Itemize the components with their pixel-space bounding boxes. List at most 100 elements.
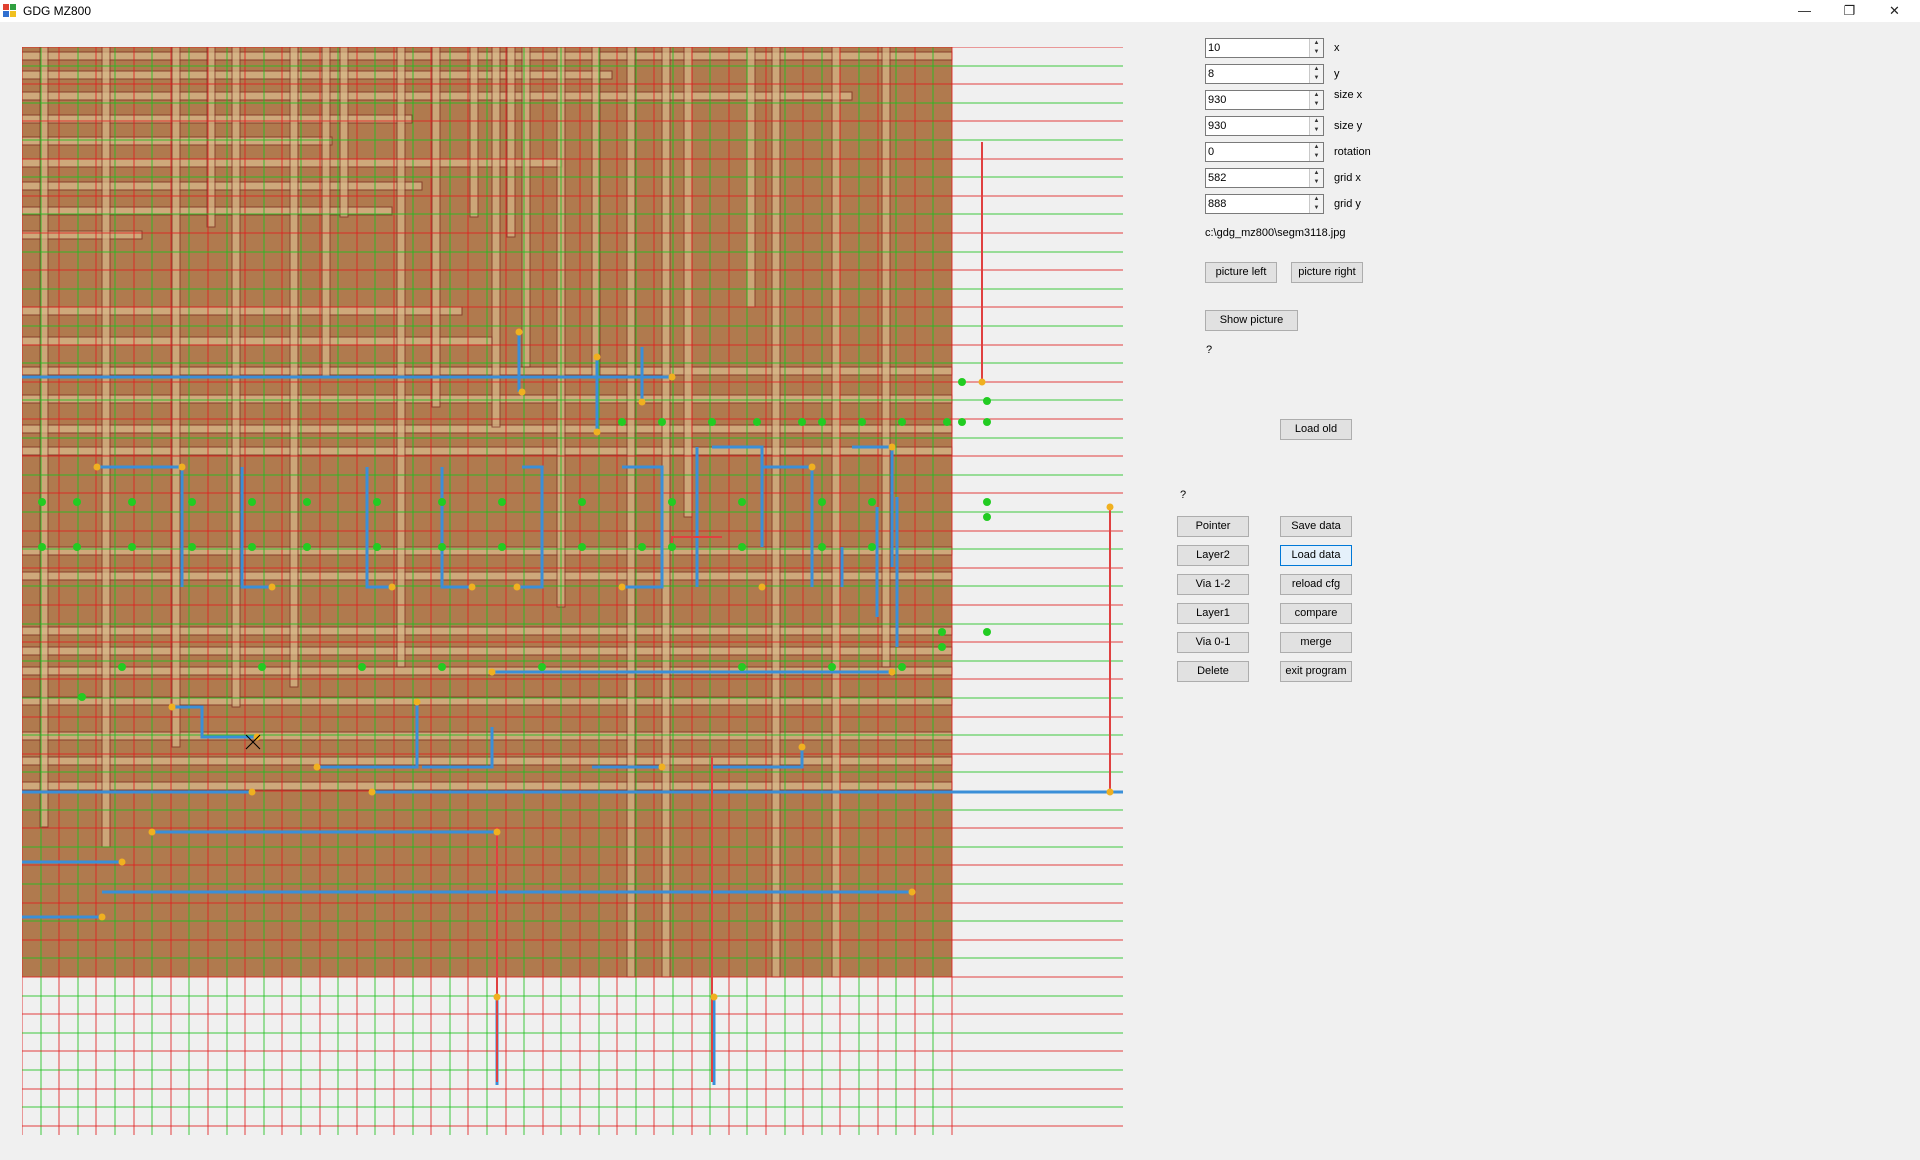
x-spin-arrows[interactable]: ▲▼ xyxy=(1309,39,1323,57)
window-title: GDG MZ800 xyxy=(23,4,92,18)
via-yellow-icon xyxy=(268,583,276,591)
via-green-icon xyxy=(668,543,676,551)
via-yellow-icon xyxy=(518,388,526,396)
size-y-label: size y xyxy=(1334,120,1363,132)
grid-y-spinbox[interactable]: ▲▼ xyxy=(1205,194,1324,214)
size-x-label: size x xyxy=(1334,89,1363,101)
spin-down-icon[interactable]: ▼ xyxy=(1313,101,1320,107)
title-bar: GDG MZ800 — ❐ ✕ xyxy=(0,0,1920,22)
via-yellow-icon xyxy=(148,828,156,836)
via-green-icon xyxy=(78,693,86,701)
show-picture-button[interactable]: Show picture xyxy=(1205,310,1298,331)
size-y-spin-arrows[interactable]: ▲▼ xyxy=(1309,117,1323,135)
rotation-spin-arrows[interactable]: ▲▼ xyxy=(1309,143,1323,161)
via-green-icon xyxy=(438,543,446,551)
y-input[interactable] xyxy=(1206,65,1310,83)
layout-canvas-svg[interactable] xyxy=(22,47,1123,1135)
size-x-spinbox[interactable]: ▲▼ xyxy=(1205,90,1324,110)
via-yellow-icon xyxy=(368,788,376,796)
spin-down-icon[interactable]: ▼ xyxy=(1313,153,1320,159)
via-green-icon xyxy=(818,418,826,426)
picture-right-button[interactable]: picture right xyxy=(1291,262,1363,283)
via-0-1-button[interactable]: Via 0-1 xyxy=(1177,632,1249,653)
spin-down-icon[interactable]: ▼ xyxy=(1313,179,1320,185)
spin-up-icon[interactable]: ▲ xyxy=(1313,144,1320,150)
via-yellow-icon xyxy=(978,378,986,386)
via-yellow-icon xyxy=(638,398,646,406)
spin-down-icon[interactable]: ▼ xyxy=(1313,75,1320,81)
minimize-button[interactable]: — xyxy=(1798,3,1811,18)
spin-up-icon[interactable]: ▲ xyxy=(1313,196,1320,202)
restore-button[interactable]: ❐ xyxy=(1843,3,1856,18)
pointer-button[interactable]: Pointer xyxy=(1177,516,1249,537)
metal-trace-v xyxy=(339,47,349,218)
via-yellow-icon xyxy=(1106,788,1114,796)
via-green-icon xyxy=(118,663,126,671)
size-x-input[interactable] xyxy=(1206,91,1310,109)
spin-down-icon[interactable]: ▼ xyxy=(1313,205,1320,211)
layer-wire xyxy=(422,727,494,769)
metal-trace-v xyxy=(396,47,406,668)
via-yellow-icon xyxy=(488,668,496,676)
layer1-button[interactable]: Layer1 xyxy=(1177,603,1249,624)
layout-canvas[interactable] xyxy=(22,47,1123,1135)
spin-up-icon[interactable]: ▲ xyxy=(1313,170,1320,176)
via-green-icon xyxy=(578,498,586,506)
rotation-spinbox[interactable]: ▲▼ xyxy=(1205,142,1324,162)
via-green-icon xyxy=(983,498,991,506)
via-yellow-icon xyxy=(593,428,601,436)
x-input[interactable] xyxy=(1206,39,1310,57)
via-green-icon xyxy=(618,418,626,426)
spin-up-icon[interactable]: ▲ xyxy=(1313,40,1320,46)
exit-program-button[interactable]: exit program xyxy=(1280,661,1352,682)
via-green-icon xyxy=(858,418,866,426)
via-green-icon xyxy=(658,418,666,426)
metal-trace-v xyxy=(289,47,299,688)
load-old-button[interactable]: Load old xyxy=(1280,419,1352,440)
grid-x-input[interactable] xyxy=(1206,169,1310,187)
via-green-icon xyxy=(738,663,746,671)
y-spin-arrows[interactable]: ▲▼ xyxy=(1309,65,1323,83)
layer2-button[interactable]: Layer2 xyxy=(1177,545,1249,566)
spin-up-icon[interactable]: ▲ xyxy=(1313,92,1320,98)
via-green-icon xyxy=(958,378,966,386)
grid-y-spin-arrows[interactable]: ▲▼ xyxy=(1309,195,1323,213)
via-green-icon xyxy=(958,418,966,426)
delete-button[interactable]: Delete xyxy=(1177,661,1249,682)
picture-left-button[interactable]: picture left xyxy=(1205,262,1277,283)
spin-down-icon[interactable]: ▼ xyxy=(1313,127,1320,133)
size-y-input[interactable] xyxy=(1206,117,1310,135)
grid-y-input[interactable] xyxy=(1206,195,1310,213)
via-green-icon xyxy=(498,498,506,506)
spin-up-icon[interactable]: ▲ xyxy=(1313,66,1320,72)
via-1-2-button[interactable]: Via 1-2 xyxy=(1177,574,1249,595)
via-yellow-icon xyxy=(908,888,916,896)
reload-cfg-button[interactable]: reload cfg xyxy=(1280,574,1352,595)
via-green-icon xyxy=(373,498,381,506)
via-yellow-icon xyxy=(513,583,521,591)
spin-up-icon[interactable]: ▲ xyxy=(1313,118,1320,124)
via-green-icon xyxy=(248,498,256,506)
x-spinbox[interactable]: ▲▼ xyxy=(1205,38,1324,58)
layer-wire xyxy=(365,467,392,589)
rotation-input[interactable] xyxy=(1206,143,1310,161)
spin-down-icon[interactable]: ▼ xyxy=(1313,49,1320,55)
close-button[interactable]: ✕ xyxy=(1889,3,1900,18)
grid-x-spinbox[interactable]: ▲▼ xyxy=(1205,168,1324,188)
merge-button[interactable]: merge xyxy=(1280,632,1352,653)
grid-x-spin-arrows[interactable]: ▲▼ xyxy=(1309,169,1323,187)
size-y-spinbox[interactable]: ▲▼ xyxy=(1205,116,1324,136)
size-x-spin-arrows[interactable]: ▲▼ xyxy=(1309,91,1323,109)
y-spinbox[interactable]: ▲▼ xyxy=(1205,64,1324,84)
via-yellow-icon xyxy=(808,463,816,471)
via-yellow-icon xyxy=(710,993,718,1001)
metal-trace-h xyxy=(22,114,413,124)
layer-wire xyxy=(172,705,257,739)
layer-wire xyxy=(712,445,764,547)
load-data-button[interactable]: Load data xyxy=(1280,545,1352,566)
metal-trace-h xyxy=(22,70,613,80)
via-green-icon xyxy=(868,498,876,506)
grid-lines xyxy=(22,47,1123,1135)
save-data-button[interactable]: Save data xyxy=(1280,516,1352,537)
compare-button[interactable]: compare xyxy=(1280,603,1352,624)
